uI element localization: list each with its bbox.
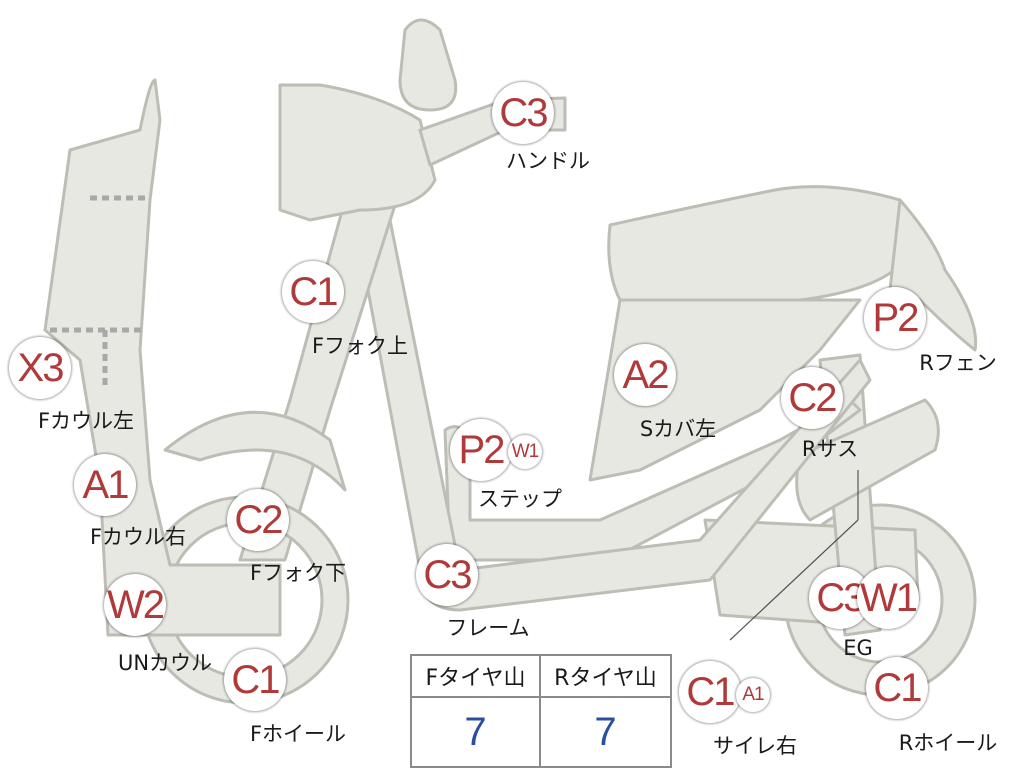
label-fwheel: Fホイール — [250, 718, 346, 748]
badge-ffork-upper[interactable]: C1 — [282, 261, 344, 323]
badge-handle[interactable]: C3 — [492, 82, 554, 144]
badge-fwheel[interactable]: C1 — [224, 649, 286, 711]
label-scover-left: Sカバ左 — [640, 413, 716, 443]
label-un-cowl: UNカウル — [118, 647, 212, 677]
badge-ffork-lower[interactable]: C2 — [227, 489, 289, 551]
tire-value-front: 7 — [412, 698, 541, 766]
label-ffork-upper: Fフォク上 — [312, 330, 408, 360]
badge-step-small[interactable]: W1 — [508, 435, 542, 469]
label-muffler-right: サイレ右 — [713, 730, 797, 760]
label-rfender: Rフェン — [919, 347, 997, 377]
badge-rfender[interactable]: P2 — [864, 287, 926, 349]
badge-frame[interactable]: C3 — [416, 544, 478, 606]
badge-muffler-right-small[interactable]: A1 — [736, 678, 770, 712]
tire-header-rear: Rタイヤ山 — [541, 656, 670, 698]
label-handle: ハンドル — [506, 145, 590, 175]
label-step: ステップ — [478, 483, 562, 513]
tire-value-rear: 7 — [541, 698, 670, 766]
badge-step[interactable]: P2 — [450, 419, 512, 481]
badge-engine-2[interactable]: W1 — [857, 567, 919, 629]
badge-muffler-right[interactable]: C1 — [679, 661, 741, 723]
mirror — [400, 20, 456, 110]
label-rwheel: Rホイール — [899, 727, 998, 757]
label-fcowl-right: Fカウル右 — [90, 521, 186, 551]
badge-scover-left[interactable]: A2 — [614, 344, 676, 406]
label-ffork-lower: Fフォク下 — [250, 557, 346, 587]
seat — [609, 187, 905, 300]
label-frame: フレーム — [446, 612, 529, 642]
label-rsus: Rサス — [802, 433, 858, 463]
badge-un-cowl[interactable]: W2 — [104, 574, 166, 636]
badge-rwheel[interactable]: C1 — [866, 657, 928, 719]
badge-fcowl-right[interactable]: A1 — [74, 454, 136, 516]
tire-header-front: Fタイヤ山 — [412, 656, 541, 698]
tire-tread-table: Fタイヤ山 Rタイヤ山 7 7 — [410, 654, 672, 768]
label-fcowl-left: Fカウル左 — [38, 405, 134, 435]
badge-fcowl-left[interactable]: X3 — [9, 337, 71, 399]
badge-rsus[interactable]: C2 — [781, 367, 843, 429]
label-engine: EG — [843, 636, 873, 660]
